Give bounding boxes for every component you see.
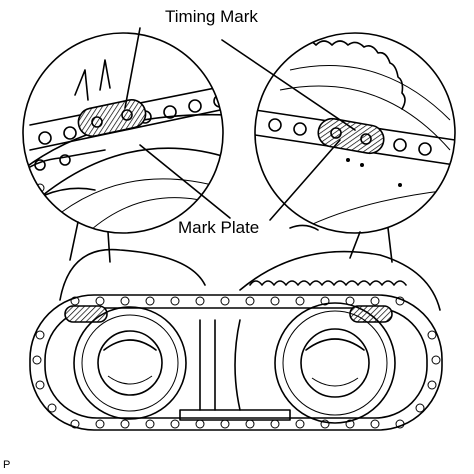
right-gear-teeth [299, 40, 406, 110]
corner-code-label: P [3, 459, 10, 471]
bottom-chain-guide [179, 409, 291, 421]
mark-plate-label: Mark Plate [178, 218, 259, 237]
right-sprocket-teeth [249, 280, 407, 286]
right-mark-plate [317, 117, 385, 155]
chain-rollers-top [70, 296, 405, 306]
left-camshaft-sprocket [73, 306, 187, 420]
left-mark-plate [77, 99, 147, 137]
left-magnified-view [22, 32, 224, 234]
chain-assembly [29, 248, 443, 431]
left-magnifier-outline [22, 32, 224, 234]
right-camshaft-sprocket [274, 302, 396, 424]
timing-chain-inner [44, 307, 428, 419]
assembly-mark-plate-left [64, 305, 108, 323]
chain-rollers-sides [32, 330, 441, 413]
leader-lines [69, 27, 393, 263]
timing-mark-label: Timing Mark [165, 7, 258, 26]
timing-chain-outer [29, 294, 443, 431]
right-magnified-view [254, 32, 456, 234]
chain-rollers-bottom [70, 419, 405, 429]
right-magnifier-outline [254, 32, 456, 234]
assembly-mark-plate-right [349, 305, 393, 323]
